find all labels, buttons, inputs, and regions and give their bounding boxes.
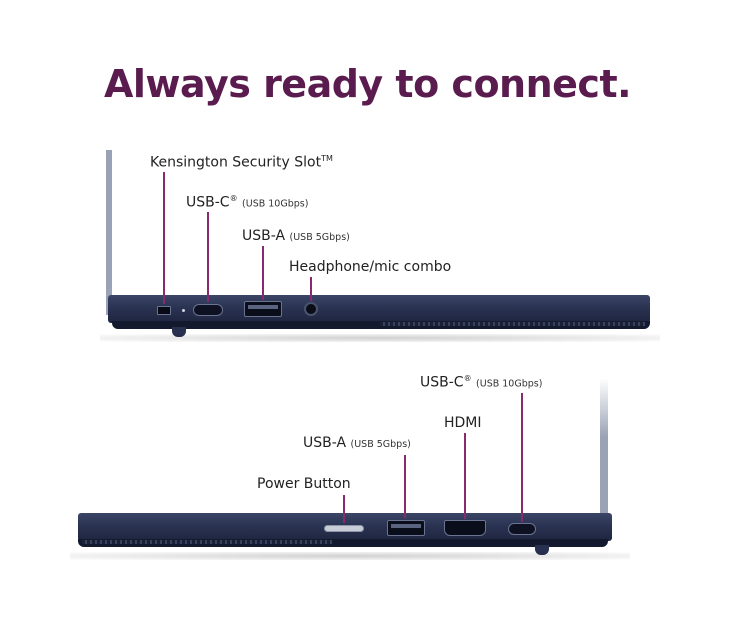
- leader-hdmi: [464, 433, 466, 519]
- hdmi-port: [444, 520, 486, 536]
- label-usb-a-bottom: USB-A (USB 5Gbps): [303, 435, 411, 451]
- headline: Always ready to connect.: [103, 62, 632, 106]
- label-hdmi: HDMI: [444, 415, 482, 431]
- usb-c-port-top: [193, 304, 223, 316]
- label-kensington: Kensington Security SlotTM: [150, 154, 333, 171]
- status-led: [182, 309, 185, 312]
- bottom-foot: [535, 545, 549, 555]
- power-button: [324, 525, 364, 532]
- leader-usb-c-top: [207, 212, 209, 302]
- top-shadow: [100, 334, 660, 342]
- label-power: Power Button: [257, 476, 351, 492]
- leader-power: [343, 495, 345, 523]
- label-usb-a-top: USB-A (USB 5Gbps): [242, 228, 350, 244]
- leader-headphone: [310, 277, 312, 301]
- bottom-shadow: [70, 552, 630, 560]
- bottom-chassis-bottom: [78, 539, 608, 547]
- usb-a-port-top: [244, 301, 282, 317]
- kensington-slot-port: [157, 306, 171, 315]
- leader-usb-a-bottom: [404, 455, 406, 518]
- bottom-vent-grille: [82, 540, 332, 544]
- leader-kensington: [163, 172, 165, 304]
- top-chassis: [108, 295, 650, 323]
- top-foot: [172, 327, 186, 337]
- leader-usb-a-top: [262, 246, 264, 300]
- headphone-jack-port: [304, 302, 318, 316]
- label-usb-c-top: USB-C® (USB 10Gbps): [186, 194, 309, 211]
- label-usb-c-bottom: USB-C® (USB 10Gbps): [420, 374, 543, 391]
- bottom-lid-frame: [600, 378, 608, 526]
- leader-usb-c-bottom: [521, 393, 523, 522]
- usb-a-port-bottom: [387, 520, 425, 536]
- top-vent-grille: [380, 322, 645, 326]
- top-lid-frame: [106, 150, 112, 315]
- usb-c-port-bottom: [508, 523, 536, 535]
- label-headphone: Headphone/mic combo: [289, 259, 452, 275]
